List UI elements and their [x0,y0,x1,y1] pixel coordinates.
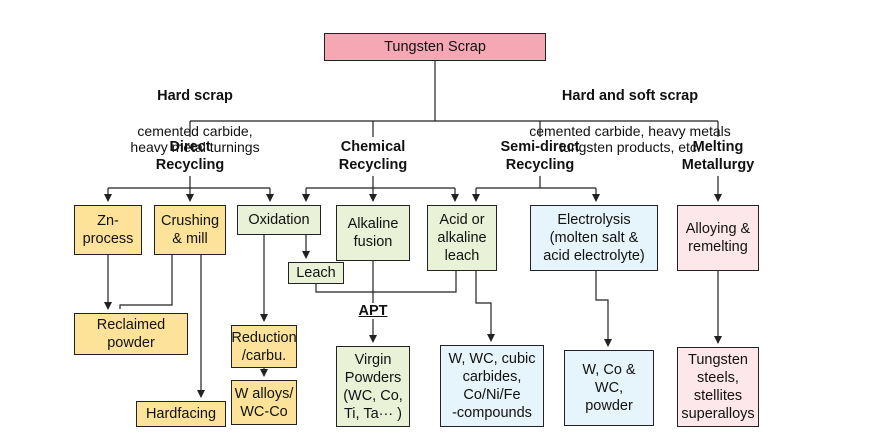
hard-soft-scrap-annotation: Hard and soft scrap cemented carbide, he… [500,69,760,173]
virgin-powders-box: Virgin Powders (WC, Co, Ti, Ta··· ) [336,346,410,427]
hard-soft-scrap-title: Hard and soft scrap [561,88,699,104]
zn-process-box: Zn- process [74,205,142,255]
tungsten-scrap-box: Tungsten Scrap [324,33,546,61]
reduction-carbu-box: Reduction /carbu. [231,325,297,368]
hard-scrap-annotation: Hard scrap cemented carbide, heavy metal… [100,69,290,173]
reclaimed-powder-box: Reclaimed powder [74,313,188,355]
tungsten-steels-box: Tungsten steels, stellites superalloys [677,347,759,427]
crushing-mill-box: Crushing & mill [154,205,226,255]
alloying-remelting-box: Alloying & remelting [677,205,759,271]
oxidation-box: Oxidation [237,205,321,235]
category-melting-metallurgy: Melting Metallurgy [681,139,755,173]
w-alloys-box: W alloys/ WC-Co [231,380,297,425]
acid-alkaline-leach-box: Acid or alkaline leach [427,205,497,271]
alkaline-fusion-box: Alkaline fusion [336,205,410,261]
electrolysis-box: Electrolysis (molten salt & acid electro… [530,205,658,271]
category-direct-recycling: Direct Recycling [155,139,225,173]
w-wc-compounds-box: W, WC, cubic carbides, Co/Ni/Fe -compoun… [440,345,544,427]
category-semi-direct-recycling: Semi-direct Recycling [500,139,580,173]
tungsten-scrap-label: Tungsten Scrap [384,39,486,55]
category-chemical-recycling: Chemical Recycling [338,139,408,173]
hard-soft-scrap-desc: cemented carbide, heavy metals tungsten … [529,123,731,155]
leach-box: Leach [288,262,344,284]
hard-scrap-title: Hard scrap [157,88,233,104]
apt-label: APT [358,303,388,319]
hardfacing-box: Hardfacing [136,401,226,427]
w-co-wc-powder-box: W, Co & WC, powder [564,350,654,426]
hard-scrap-desc: cemented carbide, heavy metal turnings [130,123,260,155]
